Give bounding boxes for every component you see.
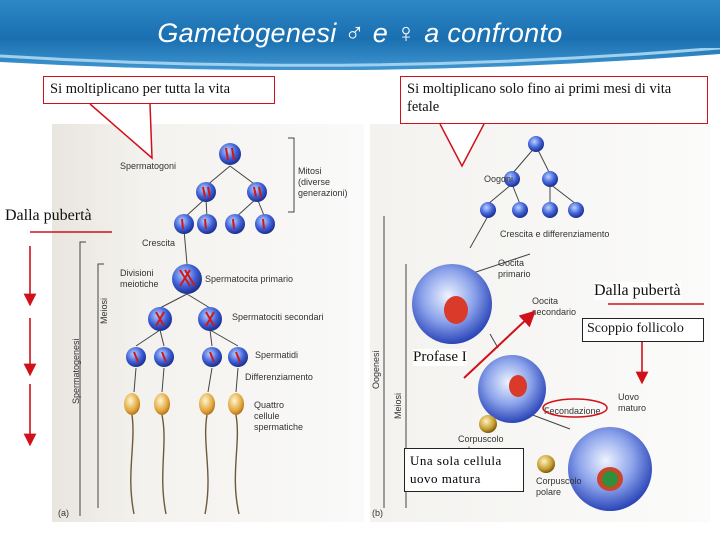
label-oocita-primario: Oocita bbox=[498, 258, 524, 268]
label-fecondazione: Fecondazione bbox=[544, 406, 601, 416]
label-spermatidi: Spermatidi bbox=[255, 350, 298, 360]
label-quattro-2: cellule bbox=[254, 411, 280, 421]
label-crescita: Crescita bbox=[142, 238, 175, 248]
label-single-egg: Una sola cellula uovo matura bbox=[404, 448, 524, 492]
label-quattro: Quattro bbox=[254, 400, 284, 410]
spermatogenesis-diagram: Spermatogoni Mitosi (diverse generazioni… bbox=[58, 137, 348, 518]
label-male-puberty: Dalla pubertà bbox=[5, 207, 92, 224]
label-follicle-rupture: Scoppio follicolo bbox=[582, 318, 704, 342]
callout-male-lifetime: Si moltiplicano per tutta la vita bbox=[43, 76, 275, 104]
label-oogoni: Oogoni bbox=[484, 174, 513, 184]
label-quattro-3: spermatiche bbox=[254, 422, 303, 432]
label-corpuscolo-polare-b-2: polare bbox=[536, 487, 561, 497]
label-crescita-differenziamento: Crescita e differenziamento bbox=[500, 229, 609, 239]
panel-label-b: (b) bbox=[372, 508, 383, 518]
label-female-puberty: Dalla pubertà bbox=[594, 282, 681, 300]
label-spermatociti-secondari: Spermatociti secondari bbox=[232, 312, 324, 322]
sperm-cells bbox=[124, 393, 244, 515]
title-bar bbox=[0, 0, 720, 70]
label-uovo-maturo: Uovo bbox=[618, 392, 639, 402]
label-corpuscolo-polare-b: Corpuscolo bbox=[536, 476, 582, 486]
label-meiosi: Meiosi bbox=[99, 298, 109, 324]
label-oocita-primario-2: primario bbox=[498, 269, 531, 279]
label-oocita-secondario-2: secondario bbox=[532, 307, 576, 317]
slide-title: Gametogenesi ♂ e ♀ a confronto bbox=[157, 18, 563, 48]
header-swoosh bbox=[0, 48, 720, 78]
label-prophase: Profase I bbox=[413, 349, 467, 366]
label-divisioni: Divisioni bbox=[120, 268, 154, 278]
label-corpuscolo-polare: Corpuscolo bbox=[458, 434, 504, 444]
label-divisioni-2: meiotiche bbox=[120, 279, 159, 289]
label-differenziamento: Differenziamento bbox=[245, 372, 313, 382]
label-uovo-maturo-2: maturo bbox=[618, 403, 646, 413]
label-oogenesi: Oogenesi bbox=[371, 350, 381, 389]
callout-female-fetal: Si moltiplicano solo fino ai primi mesi … bbox=[400, 76, 708, 124]
panel-label-a: (a) bbox=[58, 508, 69, 518]
label-spermatogoni: Spermatogoni bbox=[120, 161, 176, 171]
label-meiosi-f: Meiosi bbox=[393, 393, 403, 419]
spermatogenesis-figure: Spermatogoni Mitosi (diverse generazioni… bbox=[52, 124, 364, 522]
label-mitosi: Mitosi bbox=[298, 166, 322, 176]
label-mitosi-3: generazioni) bbox=[298, 188, 348, 198]
label-oocita-secondario: Oocita bbox=[532, 296, 558, 306]
label-spermatocita-primario: Spermatocita primario bbox=[205, 274, 293, 284]
label-spermatogenesi: Spermatogenesi bbox=[71, 338, 81, 404]
label-mitosi-2: (diverse bbox=[298, 177, 330, 187]
